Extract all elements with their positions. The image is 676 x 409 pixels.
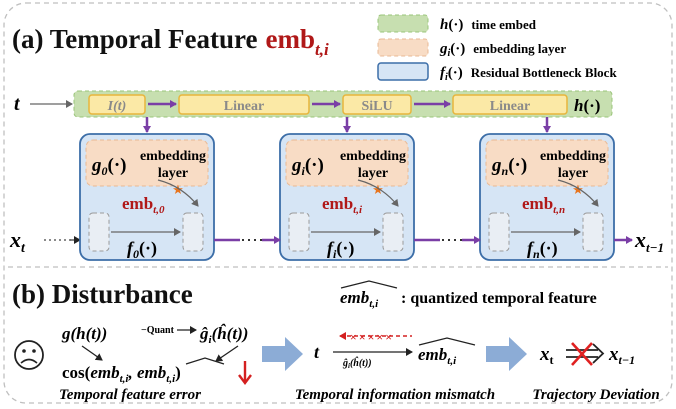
embedding-layer-box xyxy=(85,139,209,187)
formula-cos: cos(embt,i, embt,i) xyxy=(62,363,181,385)
left-sub-block xyxy=(488,212,510,252)
traj-x-t1: xt−1 xyxy=(608,344,635,367)
flow-arrow-2 xyxy=(486,337,527,371)
pipeline-input-t: t xyxy=(14,93,21,115)
panel-b-title: (b) Disturbance xyxy=(12,279,193,309)
formula-g-hat: ĝi(ĥ(t)) xyxy=(199,324,248,346)
arrow-right-down xyxy=(215,345,239,362)
flow-arrow-1 xyxy=(262,337,303,371)
legend-label-residual-block: fi(·)Residual Bottleneck Block xyxy=(440,65,617,83)
traj-x-t: xt xyxy=(539,344,554,367)
legend-swatch-residual-block xyxy=(377,62,429,81)
embedding-label-line2: layer xyxy=(158,166,188,181)
embedding-layer-box xyxy=(485,139,609,187)
star-icon: ★ xyxy=(172,182,184,197)
legend-label-embedding-layer: gi(·)embedding layer xyxy=(439,41,566,59)
hat-emb-symbol: embt,i xyxy=(340,288,379,310)
arrow-left-down xyxy=(81,345,103,361)
g-function-label: gi(·) xyxy=(291,155,324,178)
x-output-label: xt−1 xyxy=(634,227,664,255)
residual-block-2: gn(·) embedding layer★ embt,n fn(·) xyxy=(479,133,615,261)
stage-linear-2-label: Linear xyxy=(490,99,530,114)
mismatch-t: t xyxy=(314,342,320,362)
f-function-label: f0(·) xyxy=(127,238,157,261)
stage-linear-1-box xyxy=(178,94,310,115)
residual-block-1: gi(·) embedding layer★ embt,i fi(·) xyxy=(279,133,415,261)
pipeline-h-label: h(·) xyxy=(574,96,600,115)
embedding-label-line1: embedding xyxy=(340,149,406,164)
caption-temporal-information-mismatch: Temporal information mismatch xyxy=(295,387,495,403)
g-function-label: gn(·) xyxy=(491,155,527,178)
mismatch-crosses: ××××× xyxy=(350,330,394,344)
legend-swatch-time-embed xyxy=(377,14,429,33)
stage-linear-1-label: Linear xyxy=(224,99,264,114)
stage-linear-2-box xyxy=(452,94,568,115)
embedding-layer-box xyxy=(285,139,409,187)
emb-label: embt,0 xyxy=(122,194,165,216)
legend-swatch-embedding-layer xyxy=(377,38,429,57)
hat-emb-accent xyxy=(340,280,398,289)
embedding-label-line1: embedding xyxy=(540,149,606,164)
emb-arrow xyxy=(557,179,599,207)
emb-arrow xyxy=(157,179,199,207)
caption-temporal-feature-error: Temporal feature error xyxy=(59,387,201,403)
emb-label: embt,n xyxy=(522,194,565,216)
mismatch-under-label: ĝi(ĥ(t)) xyxy=(342,356,372,370)
stage-it-label: I(t) xyxy=(107,99,127,114)
sad-face-icon xyxy=(14,340,44,370)
quantized-note-text: : quantized temporal feature xyxy=(401,290,597,307)
quant-label: −Quant xyxy=(141,325,175,336)
embedding-label-line2: layer xyxy=(558,166,588,181)
stage-silu-box xyxy=(342,94,412,115)
f-function-label: fn(·) xyxy=(527,238,558,261)
star-icon: ★ xyxy=(372,182,384,197)
double-arrow-crossed-icon xyxy=(566,342,605,366)
right-sub-block xyxy=(382,212,404,252)
left-sub-block xyxy=(288,212,310,252)
residual-block-0: g0(·) embedding layer★ embt,0 f0(·) xyxy=(79,133,215,261)
f-function-label: fi(·) xyxy=(327,238,354,261)
stage-silu-label: SiLU xyxy=(361,99,392,114)
left-sub-block xyxy=(88,212,110,252)
right-sub-block xyxy=(182,212,204,252)
outer-frame xyxy=(3,2,673,404)
legend-label-time-embed: h(·)time embed xyxy=(440,17,537,33)
formula-g-h-t: g(h(t)) xyxy=(61,324,107,343)
g-function-label: g0(·) xyxy=(91,155,127,178)
mismatch-hat-emb: embt,i xyxy=(418,345,457,367)
emb-label: embt,i xyxy=(322,194,363,216)
legend: h(·)time embed gi(·)embedding layer fi(·… xyxy=(377,14,617,83)
right-sub-block xyxy=(582,212,604,252)
emb-arrow xyxy=(357,179,399,207)
star-icon: ★ xyxy=(572,182,584,197)
mismatch-hat-accent xyxy=(418,337,476,346)
x-input-label: xt xyxy=(9,227,26,256)
stage-it-box xyxy=(88,94,146,115)
residual-blocks: g0(·)embeddinglayer★embt,0f0(·)gi(·)embe… xyxy=(79,133,615,261)
quantized-note: embt,i : quantized temporal feature xyxy=(340,280,597,310)
decrease-arrow-icon xyxy=(238,361,252,385)
embedding-label-line1: embedding xyxy=(140,149,206,164)
embedding-label-line2: layer xyxy=(358,166,388,181)
caption-trajectory-deviation: Trajectory Deviation xyxy=(532,387,659,403)
cos-hat-accent xyxy=(185,357,225,365)
